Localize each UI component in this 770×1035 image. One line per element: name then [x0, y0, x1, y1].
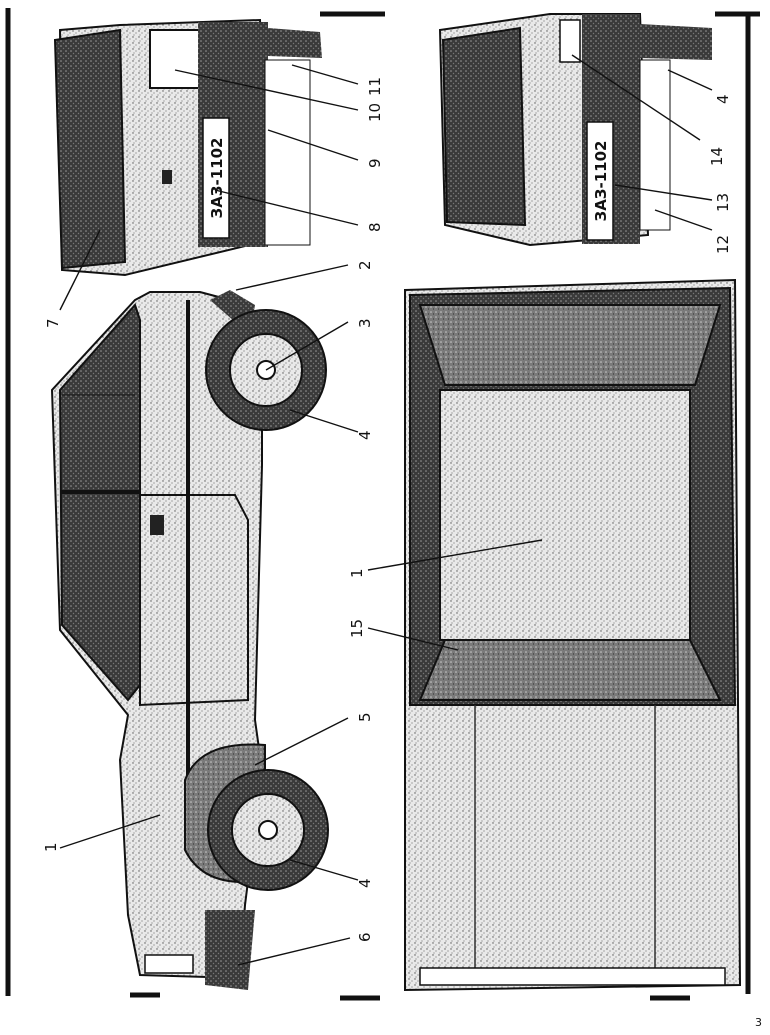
- callout-6: 6: [356, 932, 374, 942]
- side-view: [50, 290, 329, 990]
- callout-4-rear-wheel: 4: [356, 878, 374, 888]
- leader-lines: [59, 54, 713, 966]
- callout-12: 12: [714, 235, 732, 254]
- callout-13: 13: [714, 193, 732, 212]
- wheel-rear: [184, 743, 329, 990]
- callout-1-side: 1: [42, 842, 60, 852]
- callout-14: 14: [708, 147, 726, 166]
- front-view: ЗАЗ-1102: [53, 18, 322, 277]
- callout-11: 11: [366, 77, 384, 96]
- callout-15: 15: [348, 619, 366, 638]
- callout-labels: 1 2 3 4 5 4 6 7 8 9 10 11 12 13 14 4 1 1…: [42, 77, 732, 942]
- callout-9: 9: [366, 158, 384, 168]
- front-plate: ЗАЗ-1102: [202, 117, 230, 239]
- callout-2: 2: [356, 260, 374, 270]
- callout-5: 5: [356, 712, 374, 722]
- front-plate-text: ЗАЗ-1102: [208, 138, 226, 219]
- page-number: 3: [755, 1016, 762, 1029]
- callout-10: 10: [366, 103, 384, 122]
- frame-lines: [5, 8, 760, 1001]
- callout-3: 3: [356, 318, 374, 328]
- callout-4-front-wheel: 4: [356, 430, 374, 440]
- top-view: [404, 278, 742, 992]
- callout-1-top: 1: [348, 568, 366, 578]
- wheel-front: [205, 290, 327, 431]
- callout-4-rear: 4: [714, 94, 732, 104]
- rear-plate: ЗАЗ-1102: [586, 121, 614, 241]
- rear-view: ЗАЗ-1102: [438, 13, 712, 247]
- callout-8: 8: [366, 222, 384, 232]
- callout-7: 7: [44, 318, 62, 328]
- rear-plate-text: ЗАЗ-1102: [592, 141, 610, 222]
